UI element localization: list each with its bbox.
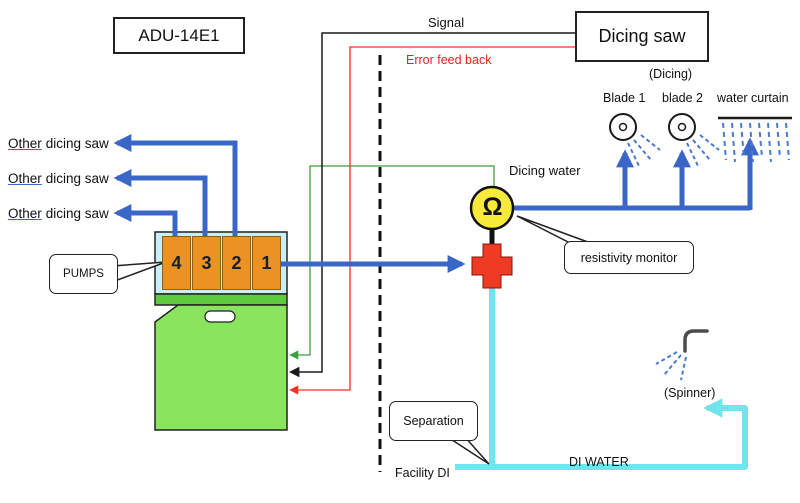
pump3-output-line [113,169,208,237]
machine-handle [204,310,236,323]
other-rest-1: dicing saw [45,136,109,151]
pumps-callout: PUMPS [49,254,118,294]
adu-model-box: ADU-14E1 [113,17,245,54]
signal-label: Signal [428,15,465,30]
blade1-hub [618,122,628,132]
adu-model-label: ADU-14E1 [138,25,220,45]
dicing-saw-box: Dicing saw [575,11,709,62]
dicing-water-lines [513,137,759,211]
pump2-output-line [113,134,238,237]
other-prefix-3: Other [8,206,42,221]
machine-lower-body [154,304,288,431]
di-water-lines [455,288,748,470]
facility-di-label: Facility DI [395,466,450,480]
dicing-caption-label: (Dicing) [649,67,693,81]
curtain-spray [722,122,790,163]
water-curtain-label: water curtain [717,91,789,105]
other-rest-2: dicing saw [45,171,109,186]
pumps-callout-label: PUMPS [63,268,104,280]
blade2-hub [677,122,687,132]
blade2-spray [686,134,720,167]
resistivity-monitor-callout: resistivity monitor [564,241,694,274]
pump-3: 3 [192,236,221,290]
water-curtain-icon [718,116,792,163]
di-water-label: DI WATER [569,455,629,469]
dicing-water-label: Dicing water [509,163,581,178]
separation-callout-label: Separation [403,414,464,428]
resistivity-monitor-label: resistivity monitor [580,250,678,265]
machine-cap [154,293,288,306]
spinner-pipe [683,329,709,353]
blade2-icon [668,113,720,167]
mixing-valve [471,243,513,289]
resistivity-monitor-circle [469,185,515,231]
spinner-icon [655,329,709,381]
error-feedback-line [289,46,575,395]
pump-4: 4 [162,236,191,290]
other-prefix-1: Other [8,136,42,151]
pump4-output-line [113,204,178,237]
error-feedback-label: Error feed back [406,53,492,67]
signal-line [288,32,575,378]
blade1-icon [609,113,661,167]
other-prefix-2: Other [8,171,42,186]
other-rest-3: dicing saw [45,206,109,221]
spinner-spray [655,351,687,381]
blade1-spray [627,134,661,167]
blade2-label: blade 2 [662,91,704,105]
blade1-label: Blade 1 [603,91,646,105]
spinner-label: (Spinner) [664,386,716,400]
di-water-supply-line [455,398,748,470]
dicing-saw-label: Dicing saw [598,26,686,46]
monitor-feedback-line [289,165,495,360]
pump-2: 2 [222,236,251,290]
omega-symbol: Ω [482,192,503,221]
separation-callout: Separation [389,401,478,441]
pump-output-lines [113,134,466,273]
pump-1: 1 [252,236,281,290]
